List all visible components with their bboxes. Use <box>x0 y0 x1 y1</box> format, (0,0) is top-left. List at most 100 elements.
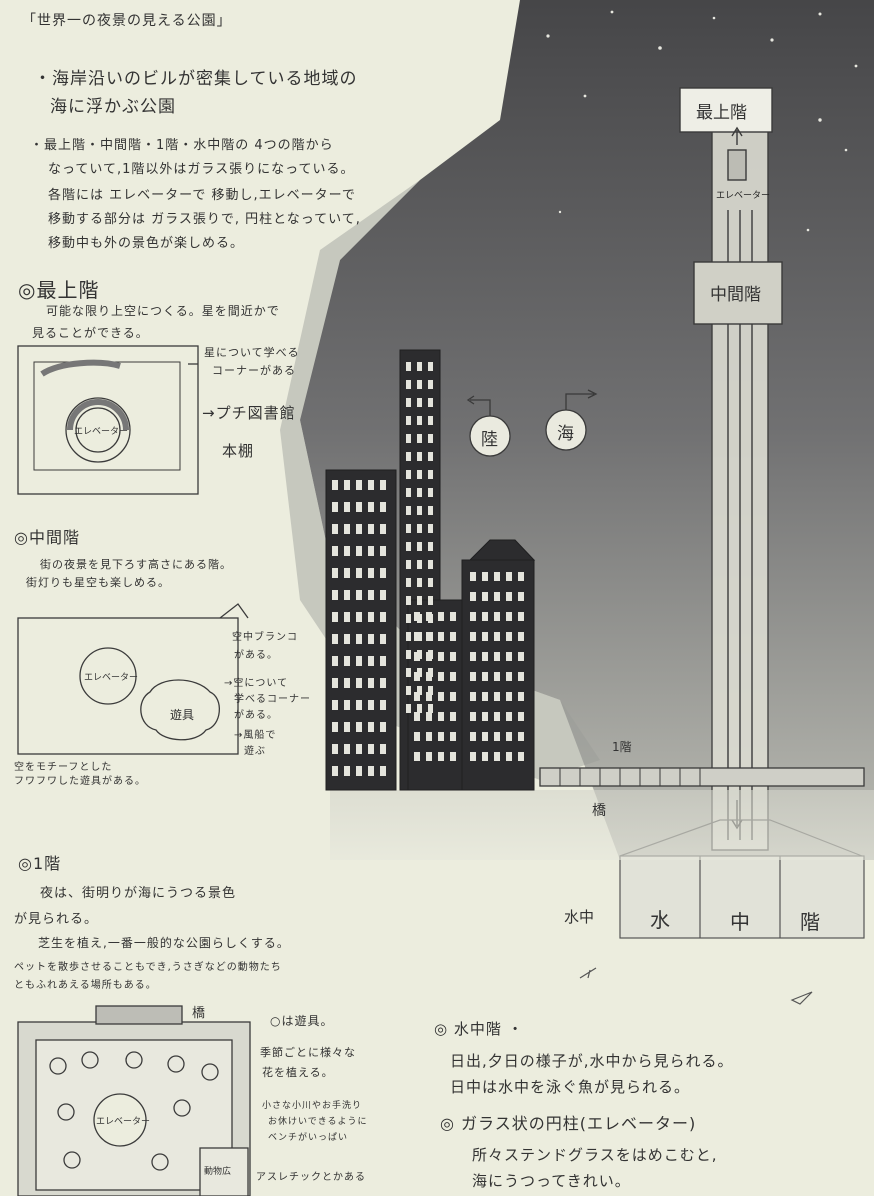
building-window <box>494 732 500 741</box>
top-floor-heading: ◎最上階 <box>18 278 100 302</box>
building-window <box>428 398 433 407</box>
building-window <box>356 568 362 578</box>
building-window <box>428 596 433 605</box>
building-window <box>344 546 350 556</box>
building-window <box>414 732 420 741</box>
middle-floor-note-2: フワフワした遊具がある。 <box>14 776 146 787</box>
building-windows <box>332 362 524 776</box>
building-window <box>450 752 456 761</box>
first-floor-callout-athletic: アスレチックとかある <box>256 1172 366 1183</box>
building-window <box>518 692 524 701</box>
tower <box>679 87 783 851</box>
building-window <box>506 572 512 581</box>
middle-floor-callout-sky-3: がある。 <box>234 710 278 721</box>
building-window <box>414 752 420 761</box>
building-window <box>406 506 411 515</box>
building-window <box>368 546 374 556</box>
sea-ground <box>330 790 874 860</box>
building-window <box>426 752 432 761</box>
land-sign-label: 陸 <box>481 430 498 450</box>
building-window <box>470 652 476 661</box>
intro-line-2: 海に浮かぶ公園 <box>50 97 176 117</box>
building-window <box>428 524 433 533</box>
first-floor-desc-4: ペットを散歩させることもでき,うさぎなどの動物たち <box>14 962 282 973</box>
building-window <box>356 480 362 490</box>
building-window <box>426 732 432 741</box>
building-window <box>368 524 374 534</box>
building-window <box>406 434 411 443</box>
top-floor-desc-2: 見ることができる。 <box>32 326 149 340</box>
underwater-label-2: 水 <box>650 908 670 932</box>
building-window <box>356 766 362 776</box>
building-window <box>450 612 456 621</box>
building-window <box>417 434 422 443</box>
middle-floor-diagram <box>17 603 249 755</box>
building-window <box>506 652 512 661</box>
building-window <box>356 678 362 688</box>
building-window <box>368 634 374 644</box>
building-window <box>368 568 374 578</box>
top-floor-callout-library: →プチ図書館 <box>202 404 296 422</box>
building-window <box>356 744 362 754</box>
building-window <box>417 542 422 551</box>
building-window <box>414 712 420 721</box>
first-floor-desc-1: 夜は、街明りが海にうつる景色 <box>40 886 237 901</box>
building-window <box>406 362 411 371</box>
building-window <box>344 700 350 710</box>
building-window <box>518 632 524 641</box>
first-floor-callout-river-3: ベンチがいっぱい <box>268 1133 349 1143</box>
building-window <box>450 632 456 641</box>
building-window <box>482 732 488 741</box>
tower-mid-floor-box <box>693 261 783 325</box>
building-window <box>428 452 433 461</box>
building-window <box>368 678 374 688</box>
tower-mid-floor-label: 中間階 <box>710 285 761 305</box>
building-window <box>482 592 488 601</box>
glass-column-desc-1: 所々ステンドグラスをはめこむと, <box>472 1146 718 1164</box>
building-window <box>380 524 386 534</box>
building-window <box>450 712 456 721</box>
building-window <box>344 744 350 754</box>
intro-bullet-1: ・最上階・中間階・1階・水中階の 4つの階から <box>30 138 334 153</box>
building-window <box>450 692 456 701</box>
building-window <box>426 712 432 721</box>
building-window <box>428 416 433 425</box>
building-window <box>406 452 411 461</box>
building-window <box>428 686 433 695</box>
building-window <box>414 612 420 621</box>
building-window <box>417 380 422 389</box>
building-window <box>406 596 411 605</box>
building-window <box>356 590 362 600</box>
building-window <box>470 572 476 581</box>
building-window <box>332 656 338 666</box>
first-floor-desc-5: ともふれあえる場所もある。 <box>14 980 157 991</box>
building-window <box>482 632 488 641</box>
building-window <box>356 612 362 622</box>
building-window <box>470 672 476 681</box>
middle-floor-heading: ◎中間階 <box>14 528 80 547</box>
building-window <box>332 634 338 644</box>
building-window <box>344 480 350 490</box>
building-window <box>380 568 386 578</box>
building-window <box>332 590 338 600</box>
building-window <box>438 732 444 741</box>
building-window <box>380 678 386 688</box>
building-window <box>380 612 386 622</box>
middle-floor-elevator-label: エレベーター <box>84 673 139 683</box>
building-window <box>332 480 338 490</box>
building-window <box>380 744 386 754</box>
building-window <box>332 766 338 776</box>
building-window <box>414 672 420 681</box>
top-floor-desc-1: 可能な限り上空につくる。星を間近かで <box>46 304 280 318</box>
intro-bullet-5: 移動中も外の景色が楽しめる。 <box>48 236 245 251</box>
first-floor-desc-3: 芝生を植え,一番一般的な公園らしくする。 <box>38 936 290 950</box>
platform-1f <box>539 767 865 787</box>
floor-1-label: 1階 <box>612 740 632 754</box>
building-window <box>438 612 444 621</box>
first-floor-callout-river-2: お休けいできるように <box>268 1117 368 1127</box>
middle-floor-callout-balloon-2: 遊ぶ <box>244 746 266 757</box>
middle-floor-desc-2: 街灯りも星空も楽しめる。 <box>26 576 170 589</box>
building-window <box>344 502 350 512</box>
building-window <box>470 632 476 641</box>
